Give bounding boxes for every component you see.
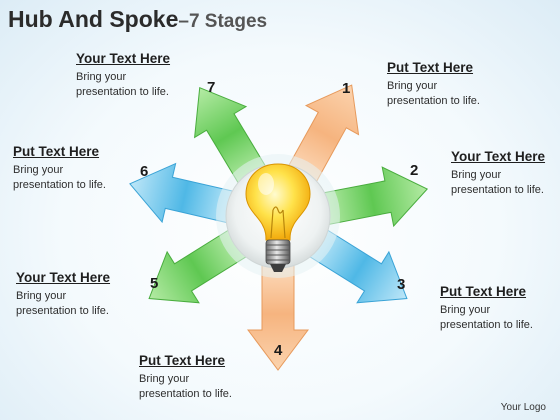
stage-number-7: 7	[207, 79, 216, 96]
stage-body-3: Bring your presentation to life.	[440, 304, 533, 331]
stage-body-2: Bring your presentation to life.	[451, 169, 544, 196]
stage-body-4: Bring your presentation to life.	[139, 373, 232, 400]
stage-text-1: Put Text Here Bring your presentation to…	[387, 60, 497, 109]
stage-body-6: Bring your presentation to life.	[13, 164, 106, 191]
stage-number-6: 6	[140, 163, 149, 180]
stage-text-2: Your Text Here Bring your presentation t…	[451, 149, 560, 198]
stage-heading-1: Put Text Here	[387, 60, 474, 75]
stage-text-5: Your Text Here Bring your presentation t…	[16, 270, 126, 319]
stage-text-7: Your Text Here Bring your presentation t…	[76, 51, 186, 100]
stage-body-7: Bring your presentation to life.	[76, 71, 169, 98]
stage-heading-2: Your Text Here	[451, 149, 546, 164]
stage-number-3: 3	[397, 276, 406, 293]
stage-heading-6: Put Text Here	[13, 144, 100, 159]
stage-text-3: Put Text Here Bring your presentation to…	[440, 284, 550, 333]
stage-text-4: Put Text Here Bring your presentation to…	[139, 353, 249, 402]
stage-number-1: 1	[342, 80, 351, 97]
stage-body-5: Bring your presentation to life.	[16, 290, 109, 317]
stage-number-2: 2	[410, 162, 419, 179]
stage-heading-7: Your Text Here	[76, 51, 171, 66]
page-title: Hub And Spoke–7 Stages	[8, 6, 268, 32]
light-bulb-icon	[245, 163, 311, 272]
stage-number-5: 5	[150, 275, 159, 292]
stage-heading-5: Your Text Here	[16, 270, 111, 285]
logo-placeholder: Your Logo	[500, 402, 546, 413]
stage-heading-4: Put Text Here	[139, 353, 226, 368]
stage-body-1: Bring your presentation to life.	[387, 80, 480, 107]
stage-heading-3: Put Text Here	[440, 284, 527, 299]
stage-number-4: 4	[274, 342, 283, 359]
stage-text-6: Put Text Here Bring your presentation to…	[13, 144, 123, 193]
